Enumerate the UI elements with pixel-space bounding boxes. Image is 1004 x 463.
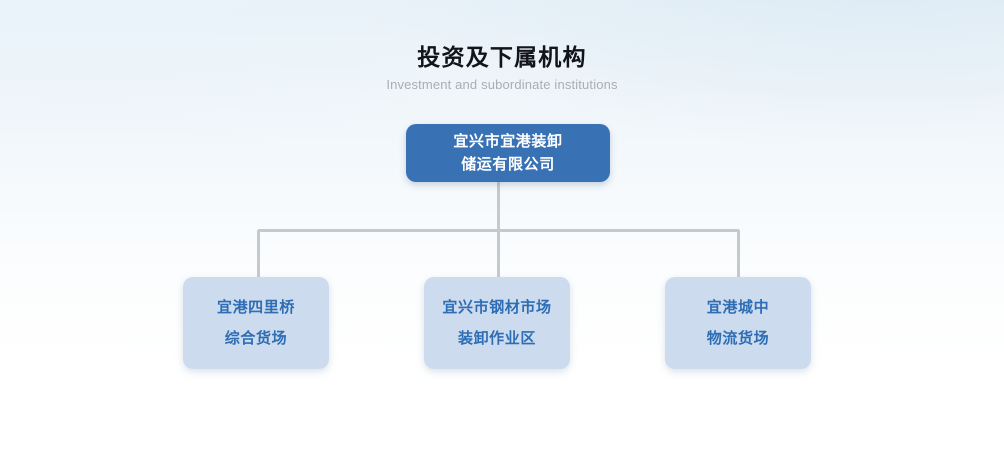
- org-node-child-2[interactable]: 宜港城中 物流货场: [665, 277, 811, 369]
- page-subtitle: Investment and subordinate institutions: [386, 77, 618, 92]
- org-node-root-line-1: 宜兴市宜港装卸: [453, 133, 563, 150]
- org-node-child-2-line-2: 物流货场: [706, 330, 770, 347]
- org-node-child-2-line-1: 宜港城中: [706, 299, 770, 316]
- org-node-child-0-line-2: 综合货场: [224, 330, 288, 347]
- org-node-child-0-line-1: 宜港四里桥: [216, 299, 295, 316]
- chart-heading: 投资及下属机构 Investment and subordinate insti…: [0, 42, 1004, 93]
- org-node-root[interactable]: 宜兴市宜港装卸 储运有限公司: [406, 124, 610, 182]
- page-title: 投资及下属机构: [417, 44, 587, 70]
- org-node-root-line-2: 储运有限公司: [461, 156, 555, 173]
- org-node-child-1-line-2: 装卸作业区: [457, 330, 536, 347]
- org-node-child-0[interactable]: 宜港四里桥 综合货场: [183, 277, 329, 369]
- org-node-child-1-line-1: 宜兴市钢材市场: [442, 299, 552, 316]
- org-node-child-1[interactable]: 宜兴市钢材市场 装卸作业区: [424, 277, 570, 369]
